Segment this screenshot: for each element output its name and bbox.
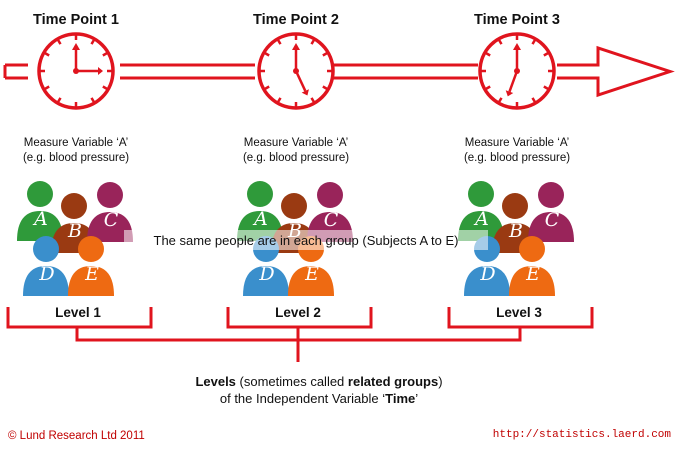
caption-time: Time [385,391,415,406]
levels-caption-line2: of the Independent Variable ‘Time’ [220,391,418,406]
time-point-title: Time Point 3 [474,12,560,28]
subject-letter: E [525,263,540,285]
subject-letter: A [32,208,48,230]
person-a-icon: A [17,181,63,241]
level-label: Level 1 [55,305,101,320]
subject-letter: D [38,263,54,285]
measure-variable-label: Measure Variable ‘A’ [244,137,348,149]
person-b-icon: B [51,193,97,253]
level-bracket [6,307,153,329]
source-url: http://statistics.laerd.com [493,429,672,441]
caption-levels: Levels [195,374,235,389]
level-label: Level 3 [496,305,542,320]
subject-letter: E [304,263,319,285]
clock-icon [257,32,335,110]
levels-bracket [75,327,522,362]
time-point-3: Time Point 3 Measure Variable ‘A’ (e.g. bl… [447,12,594,329]
caption-close-paren: ) [438,374,442,389]
subject-letter: E [84,263,99,285]
subject-letter: B [508,220,523,242]
caption-independent-variable: of the Independent Variable ‘ [220,391,385,406]
subject-letter: A [473,208,489,230]
levels-caption-line1: Levels (sometimes called related groups) [195,374,442,389]
measure-example-label: (e.g. blood pressure) [243,152,349,164]
subject-letter: C [545,209,560,231]
time-point-title: Time Point 2 [253,12,339,28]
copyright-text: © Lund Research Ltd 2011 [8,430,145,442]
same-people-banner: The same people are in each group (Subje… [154,233,459,248]
person-d-icon: D [23,236,69,296]
measure-example-label: (e.g. blood pressure) [464,152,570,164]
subject-letter: A [252,208,268,230]
measure-example-label: (e.g. blood pressure) [23,152,129,164]
subject-letter: C [324,209,339,231]
level-label: Level 2 [275,305,321,320]
time-point-1: Time Point 1 Measure Variable ‘A’ (e.g. bl… [6,12,153,329]
subject-letter: B [67,220,82,242]
person-c-icon: C [87,182,133,242]
banner-background [124,230,488,250]
measure-variable-label: Measure Variable ‘A’ [24,137,128,149]
person-e-icon: E [509,236,555,296]
caption-sometimes: (sometimes called [236,374,348,389]
subject-letter: D [479,263,495,285]
measure-variable-label: Measure Variable ‘A’ [465,137,569,149]
caption-quote: ’ [415,391,418,406]
person-e-icon: E [68,236,114,296]
clock-icon [37,32,115,110]
person-b-icon: B [492,193,538,253]
subject-letter: C [104,209,119,231]
caption-related-groups: related groups [348,374,438,389]
time-point-2: Time Point 2 Measure Variable ‘A’ (e.g. bl… [226,12,373,329]
time-point-title: Time Point 1 [33,12,119,28]
subject-letter: D [258,263,274,285]
time-arrow [3,45,675,98]
person-c-icon: C [528,182,574,242]
clock-icon [478,32,556,110]
